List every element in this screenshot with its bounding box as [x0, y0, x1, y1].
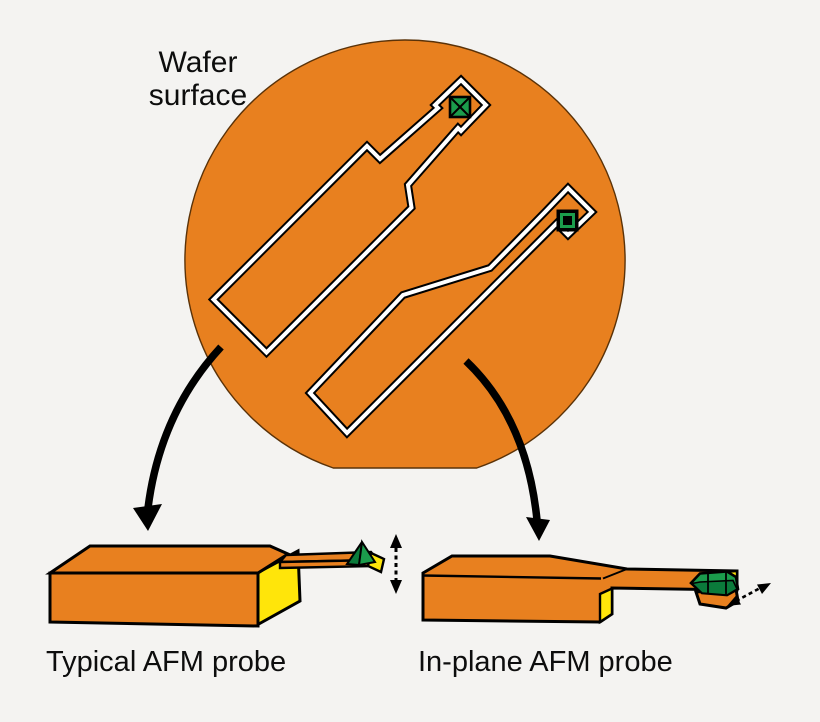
inplane-probe-outline-topview: [304, 182, 598, 439]
inplane-probe-tip-marker: [556, 209, 579, 232]
typical-probe-label: Typical AFM probe: [46, 646, 287, 678]
inplane-tip-topview: [556, 209, 579, 232]
arrowhead: [133, 504, 162, 531]
arrowhead-down: [390, 580, 402, 594]
plate-front-top-edge: [422, 574, 602, 580]
in-plane-motion-arrow: [727, 583, 771, 606]
wafer-surface-label-line1: Wafer: [158, 46, 238, 79]
inplane-probe-outline-white: [307, 185, 595, 436]
arrowhead: [526, 517, 550, 541]
typical-probe-outline-topview: [207, 74, 492, 359]
pyramid-tip-right-face: [357, 539, 377, 567]
arrowhead-upper-right: [757, 583, 771, 594]
typical-probe-3d: [45, 534, 402, 628]
wafer-surface: [184, 39, 626, 469]
taper-edge: [602, 568, 628, 580]
wafer-disc: [184, 39, 626, 469]
tip-x-line: [449, 96, 471, 118]
step-side-face: [598, 586, 614, 625]
inplane-probe-3d: [421, 554, 771, 625]
inplane-probe-label: In-plane AFM probe: [418, 646, 673, 678]
chip-top-face: [45, 544, 292, 575]
arrowhead-lower-left: [727, 595, 741, 606]
arrow-curve: [463, 358, 541, 521]
arrow-to-typical-probe: [133, 344, 224, 531]
wafer-surface-label: Wafer surface: [118, 46, 278, 112]
arrow-curve: [144, 344, 224, 509]
plate-silhouette: [421, 554, 739, 624]
dashed-shaft: [735, 585, 764, 603]
inplane-tip-green-ring: [560, 213, 575, 228]
arrow-to-inplane-probe: [463, 358, 550, 541]
typical-probe-outline-white: [210, 77, 489, 356]
out-of-plane-motion-arrow: [390, 534, 402, 594]
chip-front-face: [48, 571, 260, 628]
inplane-tip-3d: [689, 570, 740, 610]
wafer-surface-label-line2: surface: [148, 79, 248, 112]
arrowhead-up: [390, 534, 402, 548]
typical-probe-tip-marker: [448, 95, 472, 119]
